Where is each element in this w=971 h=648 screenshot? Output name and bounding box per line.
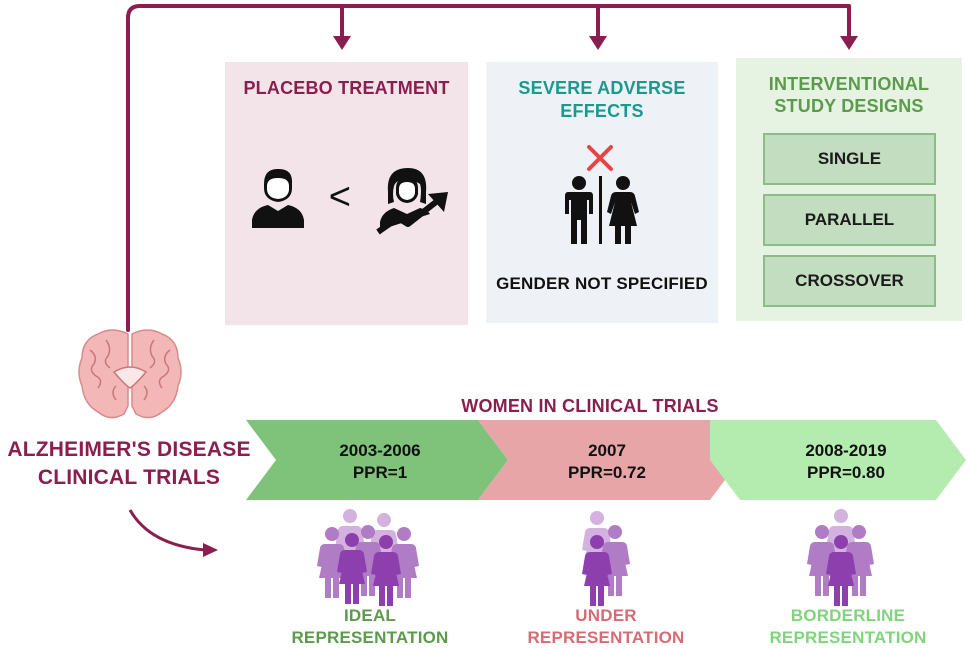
- title-line2: CLINICAL TRIALS: [37, 466, 221, 489]
- label-borderline-line1: BORDERLINE: [790, 606, 906, 625]
- chevron-2003-2006: [246, 420, 508, 500]
- design-parallel: PARALLEL: [763, 194, 936, 246]
- man-avatar-icon: [252, 168, 304, 228]
- period-years-0: 2003-2006: [339, 441, 421, 460]
- design-crossover: CROSSOVER: [763, 255, 936, 307]
- placebo-heading: PLACEBO TREATMENT: [243, 78, 450, 98]
- period-ppr-2: PPR=0.80: [807, 463, 885, 482]
- comparison-symbol: <: [328, 176, 352, 218]
- chevron-2007: [478, 420, 740, 500]
- period-ppr-1: PPR=0.72: [568, 463, 646, 482]
- arrowhead-placebo: [333, 36, 351, 50]
- timeline-heading: WOMEN IN CLINICAL TRIALS: [461, 396, 719, 416]
- women-group-under: [582, 511, 630, 606]
- woman-avatar-icon: [376, 168, 448, 235]
- curved-arrow: [128, 509, 206, 552]
- brain-icon: [78, 329, 182, 419]
- label-ideal-line2: REPRESENTATION: [291, 628, 449, 647]
- period-years-1: 2007: [588, 441, 626, 460]
- label-borderline-line2: REPRESENTATION: [769, 628, 927, 647]
- period-years-2: 2008-2019: [805, 441, 887, 460]
- adverse-heading-line2: EFFECTS: [560, 101, 644, 121]
- cross-icon: [587, 145, 613, 171]
- connector-trunk: [126, 4, 851, 332]
- arrowhead-designs: [840, 36, 858, 50]
- arrowhead-adverse: [589, 36, 607, 50]
- period-ppr-0: PPR=1: [352, 463, 408, 482]
- label-under-line2: REPRESENTATION: [527, 628, 685, 647]
- title-line1: ALZHEIMER'S DISEASE: [7, 438, 251, 461]
- chevron-2008-2019: [710, 420, 966, 500]
- label-under-line1: UNDER: [575, 606, 637, 625]
- design-single: SINGLE: [763, 133, 936, 185]
- designs-heading-line1: INTERVENTIONAL: [768, 74, 930, 94]
- curved-arrowhead: [203, 543, 218, 557]
- designs-heading-line2: STUDY DESIGNS: [774, 96, 924, 116]
- women-group-borderline: [807, 509, 874, 606]
- adverse-heading-line1: SEVERE ADVERSE: [518, 78, 686, 98]
- label-ideal-line1: IDEAL: [344, 606, 396, 625]
- restroom-gender-icon: [565, 176, 639, 244]
- trend-up-arrow-icon: [376, 199, 438, 235]
- adverse-caption: GENDER NOT SPECIFIED: [496, 274, 708, 293]
